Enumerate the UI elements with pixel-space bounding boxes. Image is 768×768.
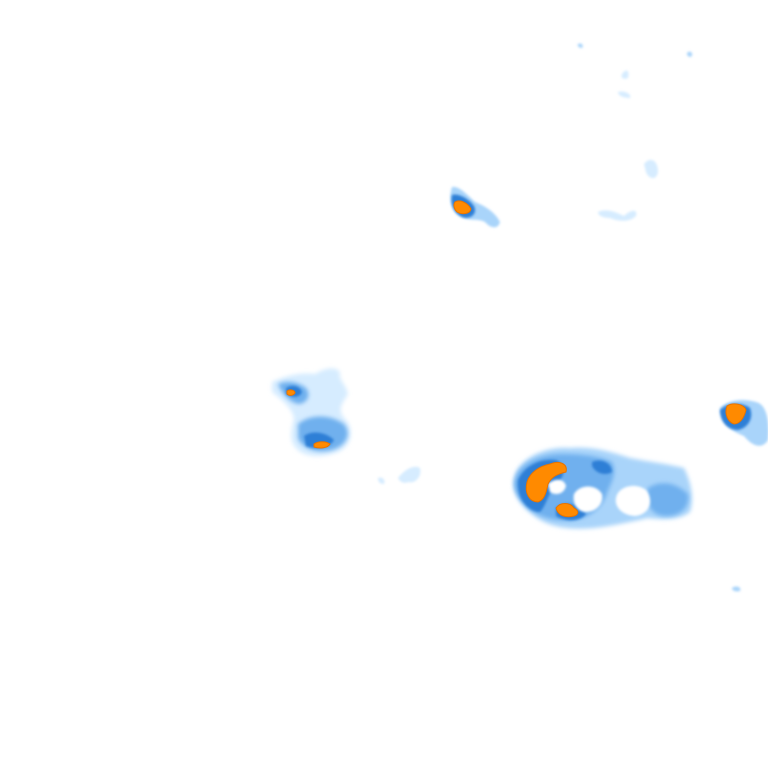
scatter-ne-echo-3	[621, 70, 629, 79]
scatter-small	[378, 466, 421, 484]
storm-cell-north	[450, 186, 500, 228]
cell-north-core	[453, 200, 472, 215]
cell-central-clear-gap-3	[548, 479, 566, 494]
scatter-ne-echo-2	[686, 51, 693, 57]
storm-cell-west	[272, 368, 351, 457]
storm-cell-east	[720, 400, 768, 446]
scatter-se-echo	[732, 586, 741, 592]
cell-central-core-2	[555, 503, 579, 518]
cell-west-core-2	[313, 441, 331, 449]
cell-west-core-1	[286, 389, 296, 396]
scatter-northeast	[577, 43, 741, 592]
cell-east-core	[725, 403, 747, 425]
cell-central-clear-gap-2	[615, 485, 651, 516]
storm-cell-central-south	[513, 447, 692, 529]
scatter-ne-echo-4	[618, 91, 631, 98]
scatter-ne-echo-1	[577, 43, 583, 48]
cell-west-mid-area	[278, 381, 348, 452]
scatter-ne-echo-6	[598, 210, 637, 221]
cell-central-core-1	[525, 461, 567, 503]
scatter-small-area	[378, 466, 421, 484]
scatter-ne-echo-5	[644, 159, 658, 179]
cell-central-clear-gap-1	[573, 486, 603, 512]
